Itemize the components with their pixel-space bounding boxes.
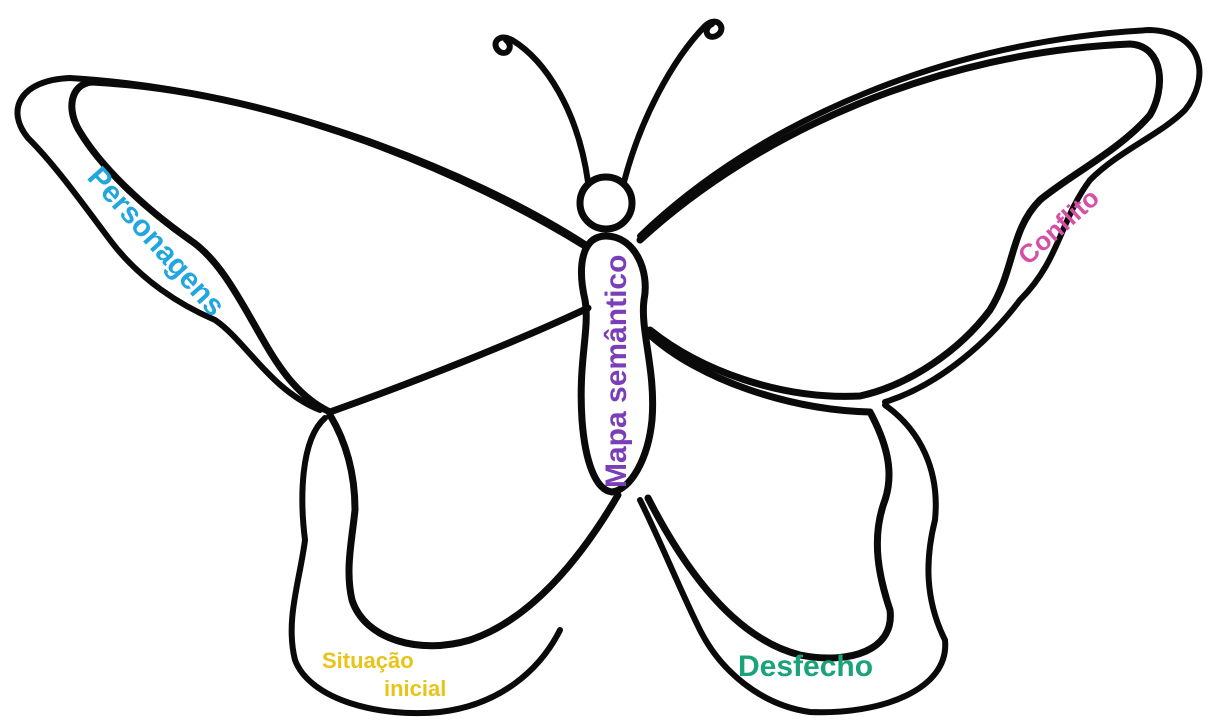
- situacao-label: Situação: [322, 648, 414, 673]
- lower-left-wing-main: [330, 415, 618, 646]
- upper-left-wing-outer: [17, 78, 585, 410]
- upper-right-wing-outer: [640, 30, 1199, 402]
- antennae: [496, 22, 722, 182]
- desfecho-label: Desfecho: [738, 650, 873, 683]
- center-label: Mapa semântico: [600, 255, 633, 488]
- butterfly-head: [580, 177, 632, 229]
- personagens-label: Personagens: [81, 161, 232, 323]
- conflito-label: Conflito: [1012, 182, 1105, 270]
- left-antenna: [496, 37, 588, 182]
- right-antenna: [624, 22, 721, 182]
- inicial-label: inicial: [384, 676, 446, 701]
